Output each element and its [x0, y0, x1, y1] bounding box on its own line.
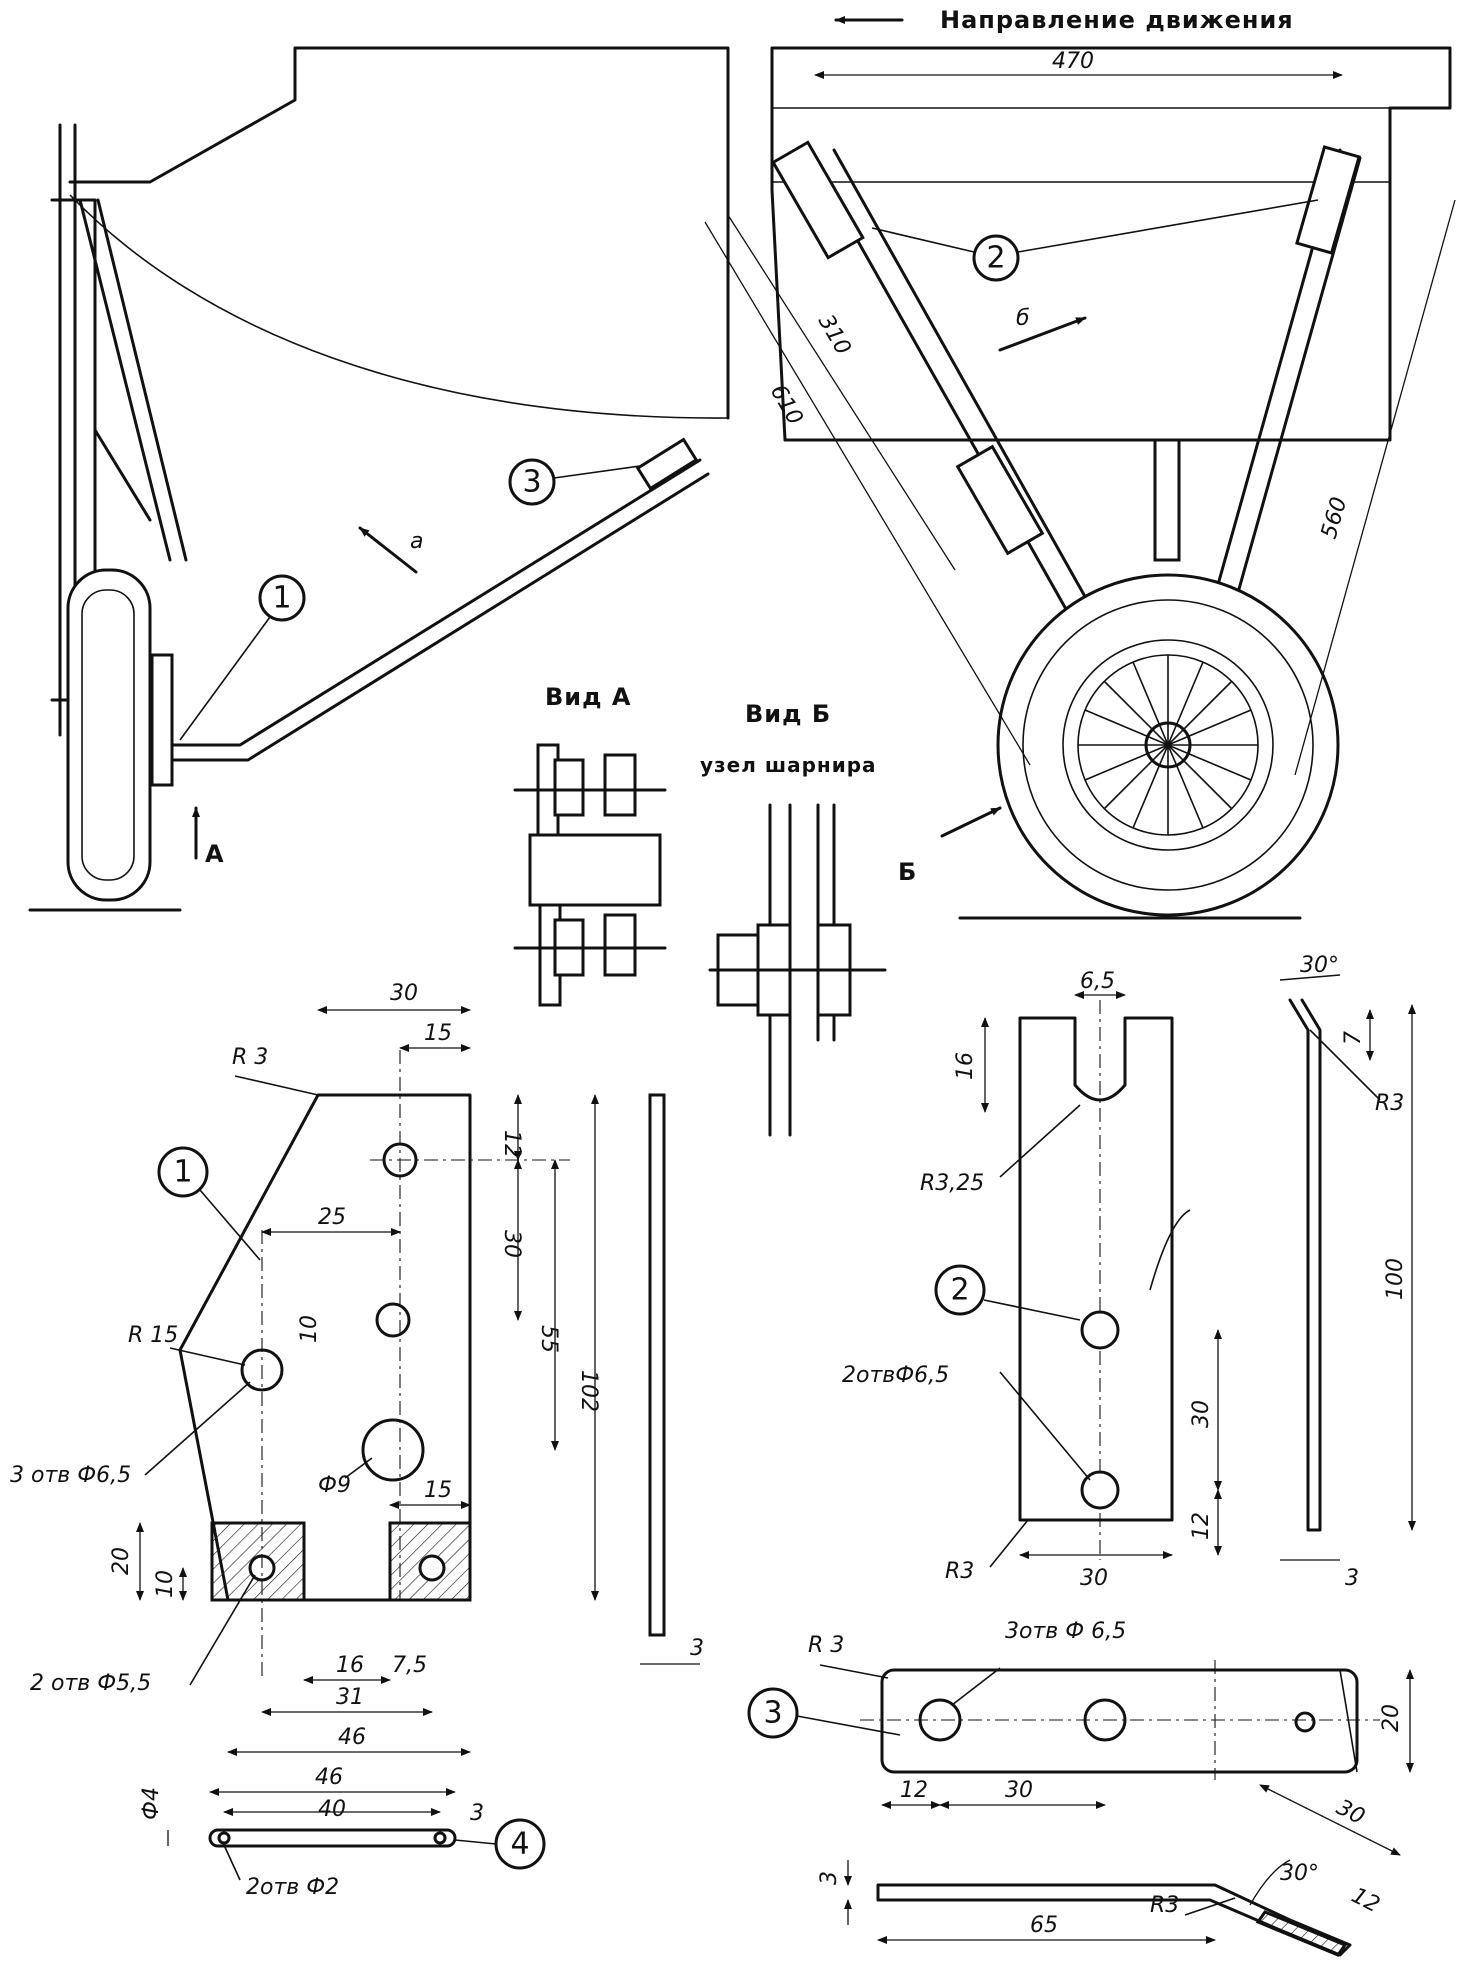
p1-phi9: Ф9	[318, 1473, 351, 1498]
p3-d12: 12	[900, 1778, 928, 1803]
arrow-a-label: А	[205, 840, 225, 868]
callout-4-text: 4	[510, 1827, 529, 1862]
view-a-title: Вид А	[545, 683, 631, 711]
wheel-spokes	[1078, 655, 1258, 835]
p2-d30: 30	[1189, 1400, 1214, 1428]
p1-d7-5: 7,5	[392, 1653, 427, 1678]
p3-r3b: R3	[1150, 1893, 1179, 1918]
p2-r3b: R3	[1375, 1091, 1404, 1116]
callout-2	[934, 1264, 986, 1316]
hinge-bracket-right	[1295, 145, 1361, 255]
p1-d30: 30	[390, 981, 418, 1006]
p1-d30b: 30	[499, 1230, 524, 1258]
p1-d102: 102	[576, 1370, 601, 1412]
part-1-drawing	[136, 1006, 700, 1756]
p1-d10b: 10	[153, 1570, 178, 1598]
p4-d3: 3	[470, 1801, 484, 1826]
side-view	[28, 46, 730, 912]
p1-d15b: 15	[424, 1478, 452, 1503]
hinge-node-title: узел шарнира	[700, 753, 877, 777]
dim-470: 470	[1052, 49, 1094, 74]
p2-r3: R3	[945, 1559, 974, 1584]
side-wheel	[66, 568, 152, 902]
p4-phi4: Ф4	[139, 1787, 164, 1820]
p1-d31: 31	[336, 1685, 364, 1710]
dim-310: 310	[813, 311, 856, 360]
p3-a30: 30°	[1280, 1861, 1319, 1886]
hinge-bracket-left	[771, 140, 865, 260]
callout-1-text: 1	[272, 581, 291, 616]
p2-d7: 7	[1341, 1031, 1366, 1045]
p1-d55: 55	[536, 1325, 561, 1353]
p1-r15: R 15	[128, 1323, 178, 1348]
callout-2-text: 2	[950, 1273, 969, 1308]
dim-610: 610	[765, 381, 808, 430]
callout-3	[747, 1687, 799, 1739]
p2-d3: 3	[1345, 1566, 1359, 1591]
p3-d12b: 12	[1347, 1883, 1383, 1918]
part-3-drawing	[747, 1660, 1414, 1957]
p2-holes: 2отвФ6,5	[842, 1363, 949, 1388]
p1-holes2: 2 отв Ф5,5	[30, 1671, 151, 1696]
p1-d12: 12	[499, 1130, 524, 1158]
p3-d20: 20	[1379, 1704, 1404, 1732]
p2-r3-25: R3,25	[920, 1171, 984, 1196]
wheel-fork-plate	[150, 653, 174, 787]
callout-1	[258, 574, 306, 622]
p1-d20: 20	[109, 1547, 134, 1575]
direction-label: Направление движения	[940, 6, 1294, 34]
callout-3-top	[508, 458, 556, 506]
view-b-title: Вид Б	[745, 700, 831, 728]
p4-d46: 46	[315, 1765, 343, 1790]
p4-d40: 40	[318, 1797, 346, 1822]
p1-d16: 16	[336, 1653, 364, 1678]
callout-1-part-text: 1	[173, 1155, 192, 1190]
p2-d6-5: 6,5	[1080, 969, 1115, 994]
p1-d25: 25	[318, 1205, 346, 1230]
p1-d46: 46	[338, 1725, 366, 1750]
p3-holes: 3отв Ф 6,5	[1005, 1619, 1126, 1644]
dim-560: 560	[1317, 494, 1353, 541]
callout-3-text: 3	[763, 1696, 782, 1731]
part-2-drawing	[934, 974, 1416, 1568]
p1-d10: 10	[297, 1315, 322, 1343]
callout-1-part	[157, 1146, 209, 1198]
callout-2-top	[972, 234, 1020, 282]
callout-2-text: 2	[986, 241, 1005, 276]
p3-d65: 65	[1030, 1913, 1058, 1938]
force-a-label: а	[410, 529, 423, 554]
p4-holes: 2отв Ф2	[246, 1875, 339, 1900]
p3-d30b: 30	[1332, 1795, 1368, 1830]
p1-holes: 3 отв Ф6,5	[10, 1463, 131, 1488]
p2-a30: 30°	[1300, 953, 1339, 978]
p2-d30w: 30	[1080, 1566, 1108, 1591]
p3-r3: R 3	[808, 1633, 844, 1658]
p1-r3: R 3	[232, 1045, 268, 1070]
p1-d3: 3	[690, 1636, 704, 1661]
p3-d30: 30	[1005, 1778, 1033, 1803]
rear-view	[704, 16, 1456, 920]
p3-d3: 3	[817, 1871, 842, 1885]
callout-3-text: 3	[522, 465, 541, 500]
p2-d16: 16	[953, 1052, 978, 1080]
p2-d12: 12	[1189, 1512, 1214, 1540]
view-b-drawing	[708, 803, 887, 1137]
p1-d15: 15	[424, 1021, 452, 1046]
force-b-label: б	[1016, 306, 1030, 331]
view-a-drawing	[513, 743, 667, 1007]
part-4-drawing	[167, 1788, 546, 1881]
arrow-b-label: Б	[898, 858, 917, 886]
p2-d100: 100	[1383, 1258, 1408, 1300]
